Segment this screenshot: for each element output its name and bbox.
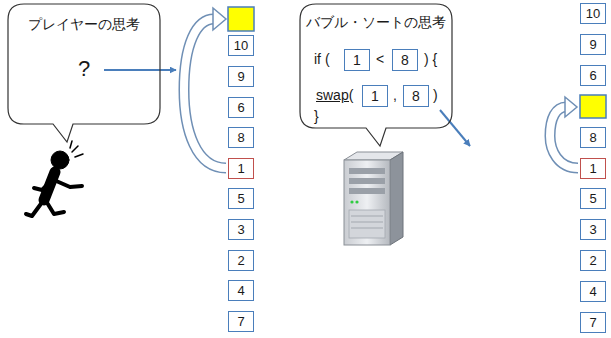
code-text: ?	[78, 56, 90, 82]
number-box: 5	[228, 188, 254, 209]
number-label: 8	[237, 130, 244, 146]
move-arrow	[550, 97, 578, 168]
number-box: 2	[580, 250, 606, 271]
number-label: 5	[237, 191, 244, 207]
number-box: 10	[228, 35, 254, 56]
number-box: 2	[228, 250, 254, 271]
number-label: 2	[589, 253, 596, 269]
number-box: 8	[228, 127, 254, 148]
server-icon	[344, 152, 403, 245]
number-box: 6	[228, 97, 254, 118]
bubble-title: バブル・ソートの思考	[300, 14, 452, 31]
selected-number-box: 1	[580, 158, 606, 179]
number-label: 9	[237, 69, 244, 85]
empty-slot	[228, 7, 254, 31]
number-box: 4	[228, 280, 254, 301]
player-figure	[26, 141, 83, 216]
number-label: 1	[353, 52, 361, 69]
thought-bubble: バブル・ソートの思考 if ( < ) { swap(,)} 1 8 1 8	[300, 4, 452, 128]
number-label: 2	[237, 253, 244, 269]
number-label: 4	[589, 284, 596, 300]
number-label: 8	[401, 52, 409, 69]
number-box: 10	[580, 3, 606, 24]
code-text: ,	[393, 87, 397, 104]
move-arrow	[184, 8, 226, 168]
number-box: 9	[580, 34, 606, 55]
number-label: 6	[589, 68, 596, 84]
number-box: 8	[580, 127, 606, 148]
number-box: 1	[344, 49, 370, 71]
number-label: 3	[589, 222, 596, 238]
number-label: 8	[412, 88, 420, 105]
number-label: 7	[237, 314, 244, 330]
number-box: 5	[580, 188, 606, 209]
number-label: 10	[234, 38, 248, 54]
number-box: 4	[580, 281, 606, 302]
code-text: <	[376, 51, 384, 68]
number-box: 8	[392, 49, 418, 71]
number-box: 3	[580, 219, 606, 240]
number-label: 5	[589, 191, 596, 207]
bubble-shape	[8, 4, 160, 142]
code-text: )	[433, 87, 438, 104]
number-label: 1	[589, 161, 596, 177]
number-box: 3	[228, 219, 254, 240]
bubble-shape	[300, 4, 452, 146]
number-box: 7	[228, 311, 254, 332]
number-box: 1	[362, 85, 388, 107]
number-label: 8	[589, 130, 596, 146]
code-text: ) {	[424, 51, 437, 68]
number-box: 7	[580, 312, 606, 333]
number-label: 1	[237, 161, 244, 177]
selected-number-box: 1	[228, 158, 254, 179]
number-label: 7	[589, 315, 596, 331]
number-box: 6	[580, 65, 606, 86]
empty-slot	[580, 95, 606, 118]
thought-bubble: プレイヤーの思考?	[8, 4, 160, 124]
number-label: 3	[237, 222, 244, 238]
number-box: 9	[228, 66, 254, 87]
number-label: 6	[237, 100, 244, 116]
number-label: 10	[586, 6, 600, 22]
bubble-title: プレイヤーの思考	[8, 16, 160, 33]
number-box: 8	[403, 85, 429, 107]
number-label: 4	[237, 283, 244, 299]
number-label: 1	[371, 88, 379, 105]
code-text: swap(	[316, 87, 353, 104]
number-label: 9	[589, 37, 596, 53]
thought-arrow	[440, 110, 470, 146]
thought-arrow	[104, 69, 176, 71]
code-text: if (	[314, 51, 330, 68]
code-text: }	[314, 108, 319, 125]
